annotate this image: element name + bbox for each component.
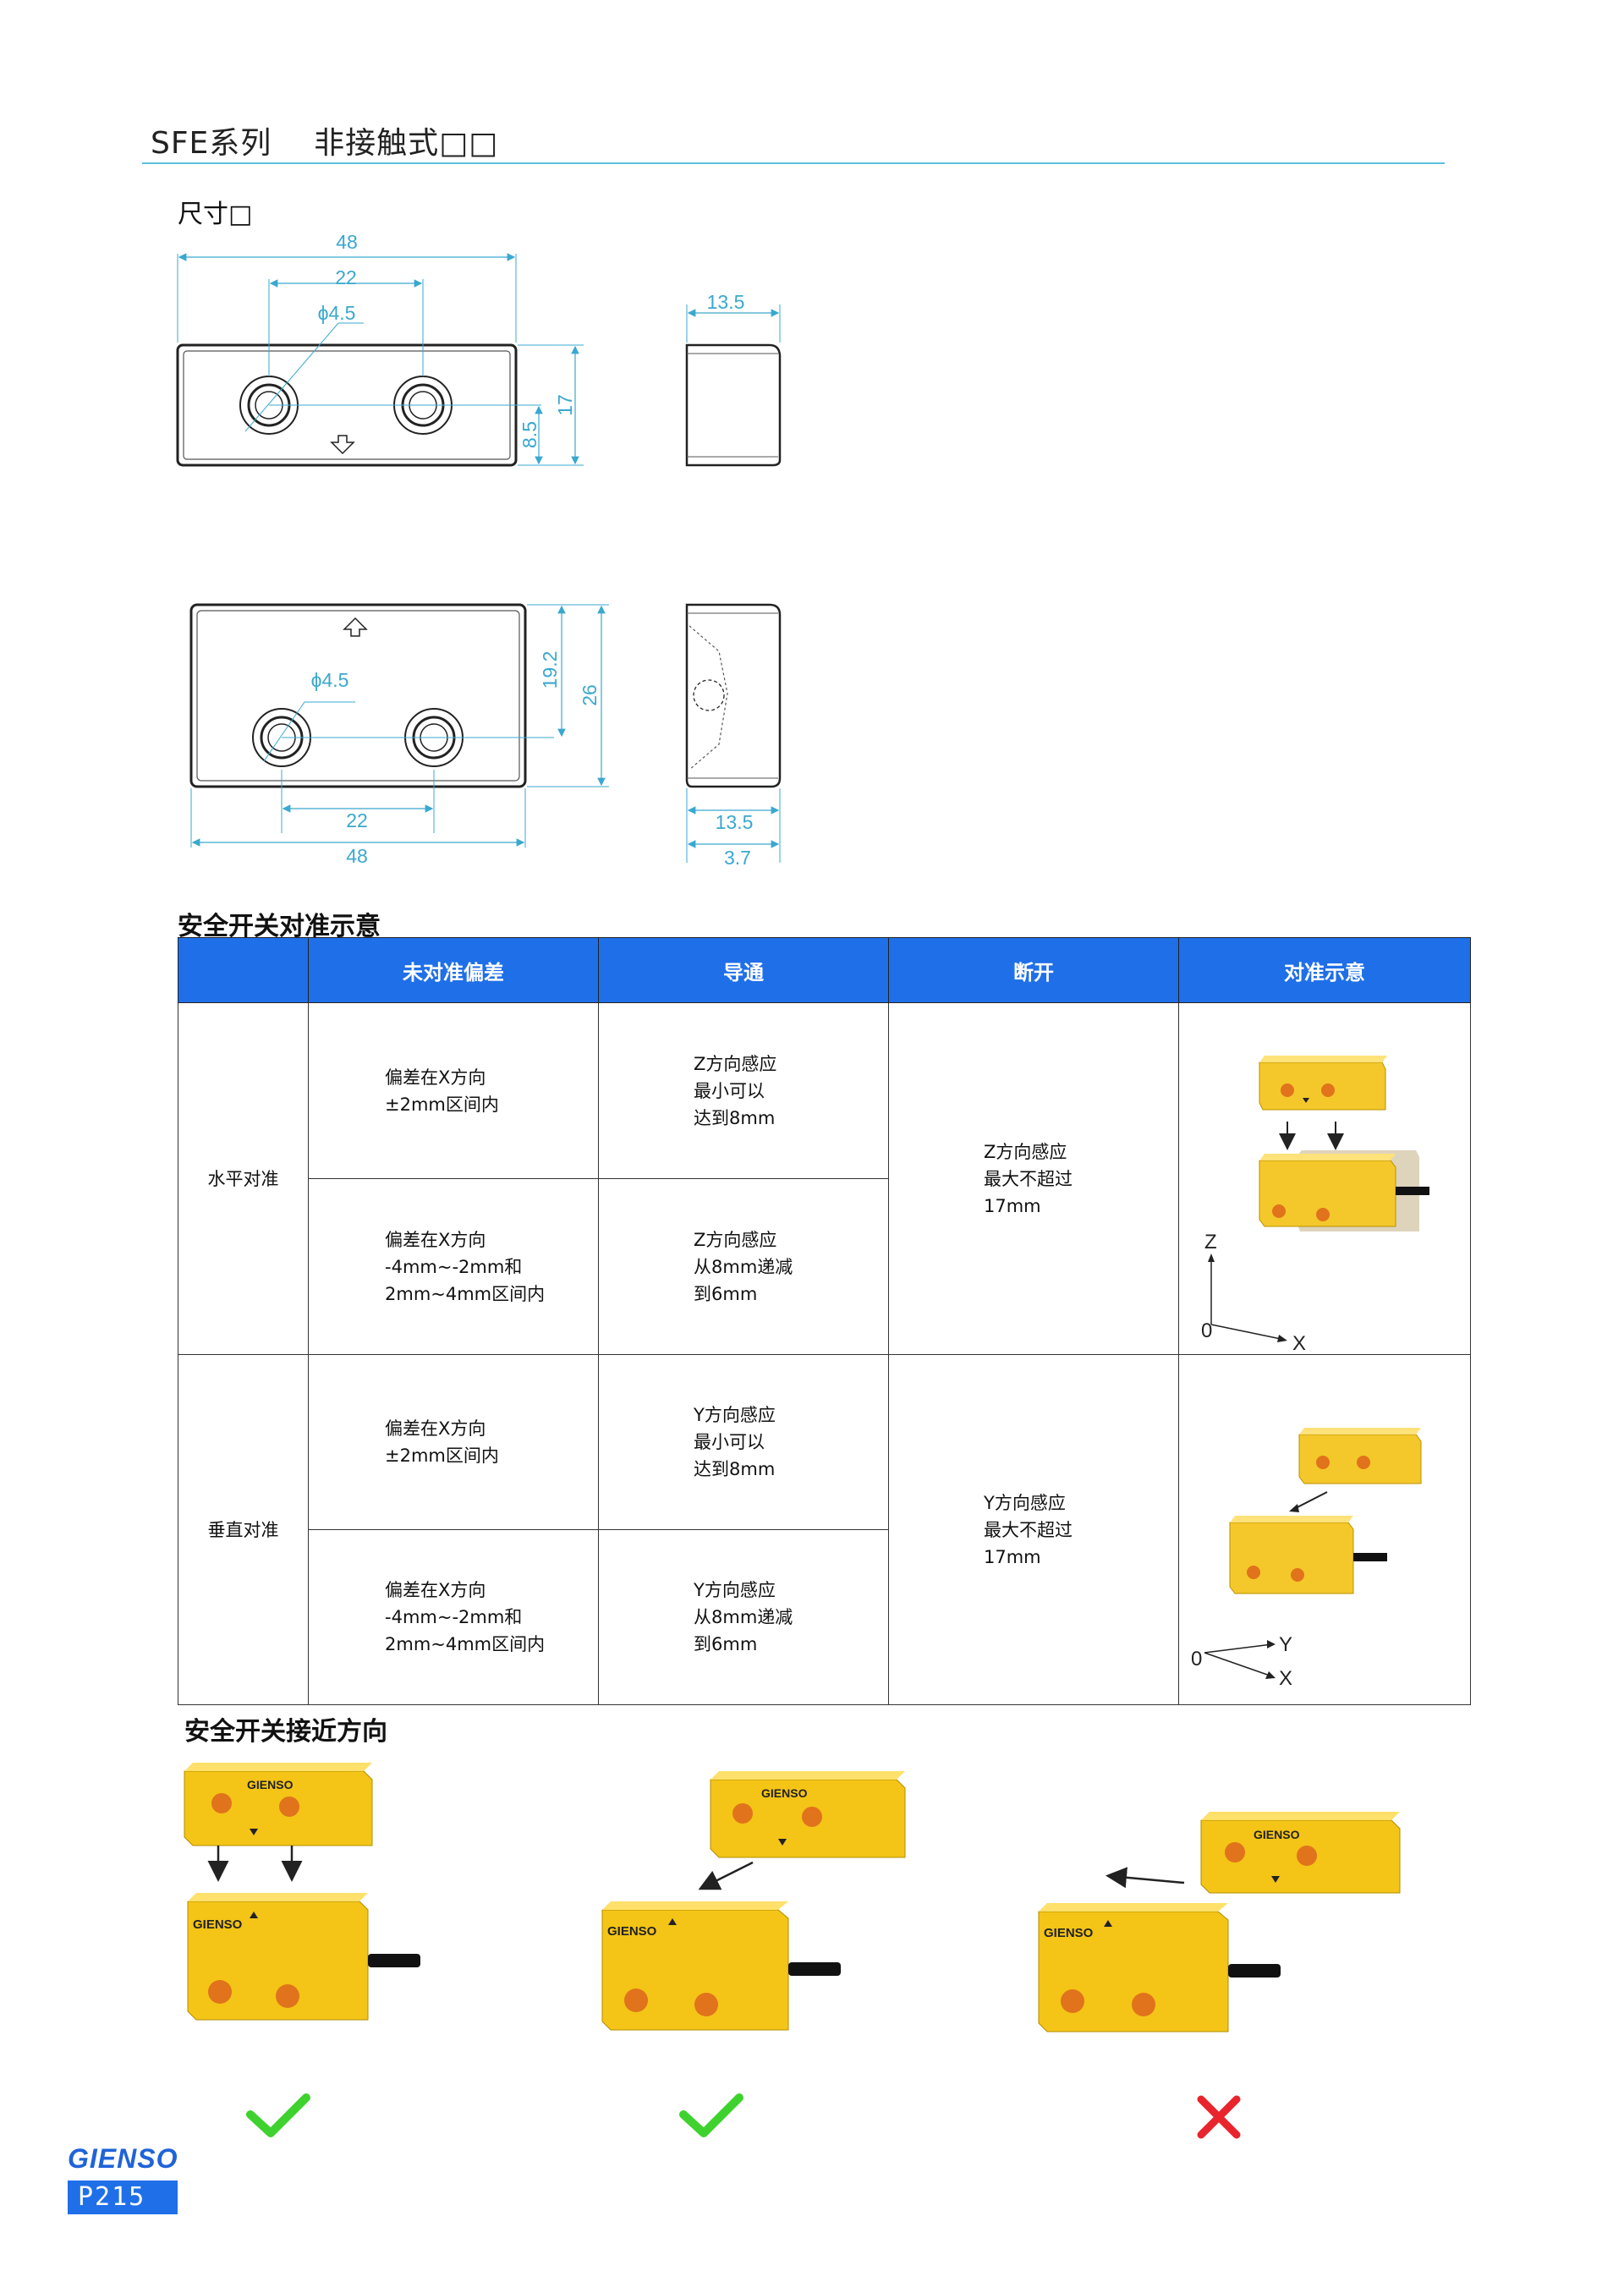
dim-top-height: 17 [554,394,576,416]
axis-z-label: Z [1204,1231,1217,1253]
sensor-actuator: GIENSO [1200,1812,1401,1894]
sensor-base [1229,1515,1387,1594]
header-conduct: 导通 [598,937,889,1003]
diagram-cell-vertical: Y X 0 [1178,1354,1471,1705]
header-divider [142,162,1445,164]
sensor-base: GIENSO [1038,1903,1281,2032]
sensor-base [1259,1150,1429,1231]
page-number: P215 [68,2180,178,2214]
deviation-cell: 偏差在X方向 -4mm~-2mm和 2mm~4mm区间内 [308,1178,599,1355]
table-row: 偏差在X方向 -4mm~-2mm和 2mm~4mm区间内 Y方向感应 从8mm递… [178,1529,1471,1705]
table-row: 水平对准 偏差在X方向 ±2mm区间内 Z方向感应 最小可以 达到8mm Z方向… [178,1002,1471,1355]
category-cell-horizontal: 水平对准 [178,1002,309,1355]
approach-scenario-3: GIENSO GIENSO [1038,1812,1401,2139]
dim-bottom-hole-dia: ϕ4.5 [311,669,349,691]
conduct-text: Y方向感应 从8mm递减 到6mm [694,1580,793,1654]
brand-mark: GIENSO [193,1917,243,1932]
top-side-view: 13.5 [685,291,782,467]
axis-x-label: X [1292,1332,1306,1350]
header-diagram: 对准示意 [1178,937,1471,1003]
top-front-view: 48 22 ϕ4.5 17 8.5 [176,231,584,467]
header-blank [178,937,309,1003]
table-header-row: 未对准偏差 导通 断开 对准示意 [178,937,1471,1003]
up-arrow-icon [343,617,368,637]
check-icon [679,2093,743,2137]
dim-bottom-hole-spacing: 22 [346,809,368,831]
cross-icon [1197,2095,1241,2139]
deviation-cell: 偏差在X方向 ±2mm区间内 [308,1002,599,1179]
deviation-text: 偏差在X方向 ±2mm区间内 [385,1418,499,1466]
vertical-alignment-diagram: Y X 0 [1191,1427,1422,1690]
deviation-cell: 偏差在X方向 -4mm~-2mm和 2mm~4mm区间内 [308,1529,599,1705]
approach-illustrations: GIENSO GIENSO GIENSO [184,1763,1401,2139]
sensor-base: GIENSO [601,1901,841,2031]
brand-mark: GIENSO [607,1924,657,1939]
deviation-text: 偏差在X方向 -4mm~-2mm和 2mm~4mm区间内 [385,1580,546,1654]
dim-bottom-hole-height: 19.2 [539,651,561,689]
axis-origin-label: 0 [1191,1648,1202,1670]
brand-mark: GIENSO [761,1786,808,1800]
disconnect-text: Y方向感应 最大不超过 17mm [984,1492,1073,1567]
axis-x-label: X [1279,1667,1292,1690]
bottom-side-view: 13.5 3.7 [685,603,782,869]
category-label: 垂直对准 [207,1519,279,1540]
down-arrow-icon [330,435,355,455]
alignment-table: 未对准偏差 导通 断开 对准示意 水平对准 偏差在X方向 ±2mm区间内 Z方向… [178,937,1471,1705]
brand-logo: GIENSO [68,2143,178,2174]
diagram-cell-horizontal: Z X 0 [1178,1002,1471,1355]
axis-y-label: Y [1279,1633,1292,1656]
approach-scenario-2: GIENSO GIENSO [601,1771,906,2137]
approach-scenario-1: GIENSO GIENSO [184,1763,420,2137]
check-icon [246,2093,310,2137]
brand-mark: GIENSO [1254,1828,1300,1841]
conduct-cell: Y方向感应 从8mm递减 到6mm [598,1529,889,1705]
header-disconnect: 断开 [888,937,1179,1003]
dim-bottom-width: 48 [346,845,368,867]
conduct-cell: Y方向感应 最小可以 达到8mm [598,1354,889,1530]
conduct-cell: Z方向感应 从8mm递减 到6mm [598,1178,889,1355]
approach-title: 安全开关接近方向 [184,1717,387,1747]
axis-origin-label: 0 [1201,1319,1212,1342]
sensor-actuator: GIENSO [184,1763,373,1846]
brand-mark: GIENSO [1044,1926,1094,1940]
dim-top-hole-spacing: 22 [335,266,357,288]
deviation-text: 偏差在X方向 -4mm~-2mm和 2mm~4mm区间内 [385,1229,546,1304]
page-title: SFE系列 非接触式□□ [151,126,499,161]
sensor-actuator [1259,1056,1387,1111]
disconnect-cell: Z方向感应 最大不超过 17mm [888,1002,1179,1355]
deviation-cell: 偏差在X方向 ±2mm区间内 [308,1354,599,1530]
conduct-text: Z方向感应 从8mm递减 到6mm [694,1229,793,1304]
alignment-title: 安全开关对准示意 [178,912,381,941]
category-cell-vertical: 垂直对准 [178,1354,309,1705]
dimensions-title: 尺寸□ [178,200,253,229]
category-label: 水平对准 [207,1168,279,1189]
conduct-cell: Z方向感应 最小可以 达到8mm [598,1002,889,1179]
header-deviation: 未对准偏差 [308,937,599,1003]
bottom-front-view: ϕ4.5 19.2 26 22 48 [189,603,609,867]
table-row: 偏差在X方向 -4mm~-2mm和 2mm~4mm区间内 Z方向感应 从8mm递… [178,1178,1471,1355]
table-row: 垂直对准 偏差在X方向 ±2mm区间内 Y方向感应 最小可以 达到8mm Y方向… [178,1354,1471,1705]
conduct-text: Y方向感应 最小可以 达到8mm [694,1405,776,1479]
sensor-actuator: GIENSO [710,1771,906,1858]
brand-mark: GIENSO [247,1778,294,1791]
dim-top-depth: 13.5 [707,291,745,313]
dimension-drawings: 48 22 ϕ4.5 17 8.5 13.5 [176,231,782,869]
sensor-actuator [1298,1427,1422,1484]
disconnect-cell: Y方向感应 最大不超过 17mm [888,1354,1179,1705]
dim-top-hole-dia: ϕ4.5 [318,302,356,324]
disconnect-text: Z方向感应 最大不超过 17mm [984,1141,1073,1216]
dim-bottom-height: 26 [579,684,601,706]
dim-top-hole-height: 8.5 [518,421,540,448]
dim-top-width: 48 [336,231,358,253]
horizontal-alignment-diagram: Z X 0 [1201,1056,1429,1355]
dim-bottom-depth: 13.5 [716,811,754,833]
conduct-text: Z方向感应 最小可以 达到8mm [694,1053,777,1128]
sensor-base: GIENSO [187,1893,420,2021]
deviation-text: 偏差在X方向 ±2mm区间内 [385,1067,499,1115]
dim-bottom-offset: 3.7 [724,847,751,869]
